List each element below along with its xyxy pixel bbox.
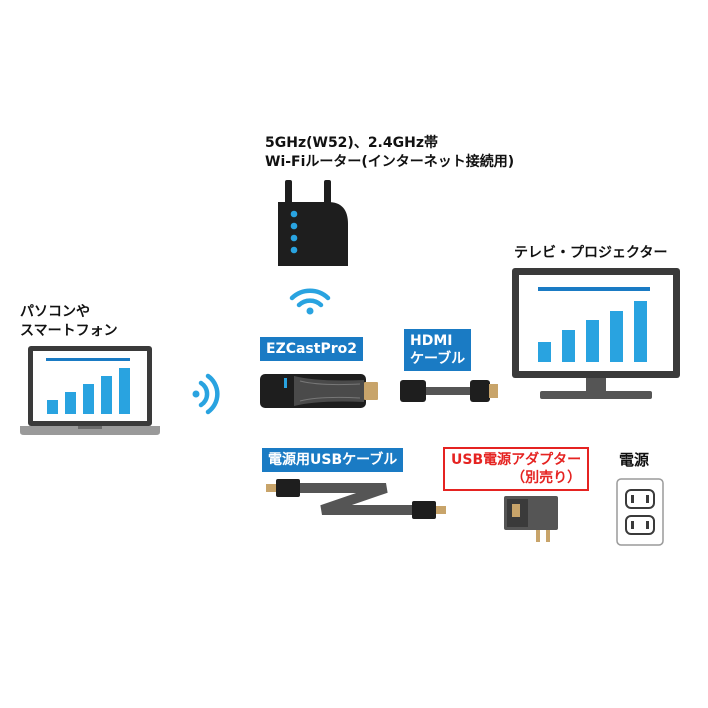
usb-adapter-label: USB電源アダプター （別売り） <box>443 447 590 491</box>
hdmi-cable-label-line2: ケーブル <box>410 351 466 367</box>
usb-adapter-label-line2: （別売り） <box>511 470 582 486</box>
usb-power-cable-label: 電源用USBケーブル <box>262 448 404 472</box>
usb-adapter-label-line1: USB電源アダプター <box>451 452 582 468</box>
usb-power-cable-icon <box>266 479 446 519</box>
router-icon <box>278 180 348 266</box>
hdmi-cable-icon <box>400 380 498 402</box>
router-label-line1: 5GHz(W52)、2.4GHz帯 <box>265 135 438 151</box>
wall-outlet-icon <box>616 478 664 546</box>
wifi-signal-icon <box>289 288 331 315</box>
tv-icon <box>512 268 680 399</box>
pc-label-line2: スマートフォン <box>20 323 118 339</box>
tv-label: テレビ・プロジェクター <box>514 245 668 261</box>
router-label-line2: Wi-Fiルーター(インターネット接続用) <box>265 154 515 170</box>
hdmi-cable-label: HDMI ケーブル <box>404 329 472 371</box>
usb-adapter-icon <box>504 496 558 542</box>
ezcast-dongle-icon <box>260 374 378 408</box>
hdmi-cable-label-line1: HDMI <box>410 333 453 349</box>
pc-label: パソコンや スマートフォン <box>20 303 118 341</box>
router-label: 5GHz(W52)、2.4GHz帯 Wi-Fiルーター(インターネット接続用) <box>265 134 514 172</box>
laptop-icon <box>20 346 160 435</box>
pc-label-line1: パソコンや <box>20 304 90 320</box>
wifi-signal-right-icon <box>192 373 220 415</box>
dongle-label: EZCastPro2 <box>260 337 363 361</box>
outlet-label: 電源 <box>619 451 650 469</box>
